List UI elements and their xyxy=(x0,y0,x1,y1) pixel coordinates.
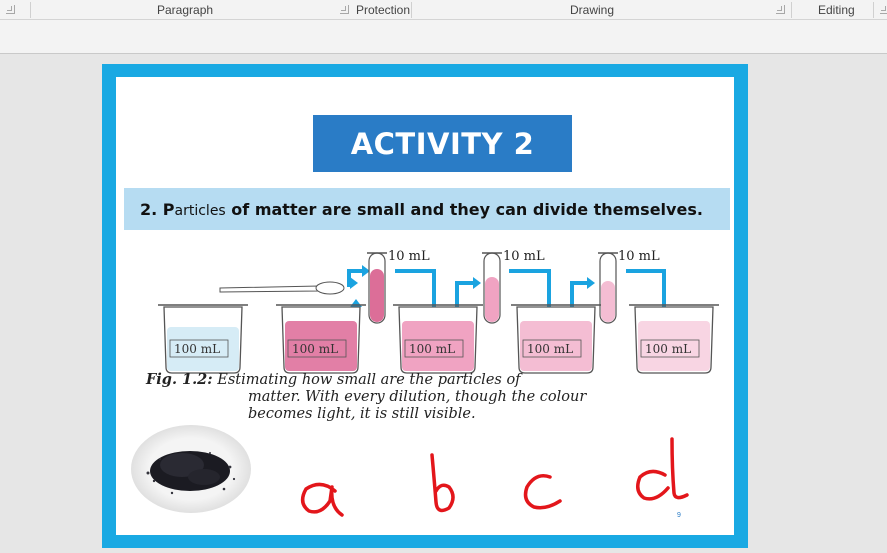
slide-subtitle: 2. Particles of matter are small and the… xyxy=(140,199,703,219)
spoon-icon xyxy=(219,281,345,295)
annotation-d xyxy=(636,437,689,501)
tube-label-2: 10 mL xyxy=(503,249,545,264)
ribbon-group-protection: Protection xyxy=(356,3,411,17)
ribbon-divider xyxy=(411,2,412,18)
title-box[interactable]: ACTIVITY 2 xyxy=(313,115,572,172)
paragraph-dialog-launcher-icon[interactable] xyxy=(340,5,349,14)
beaker-1 xyxy=(158,304,248,374)
ribbon-divider xyxy=(30,2,31,18)
beaker-label-3: 100 mL xyxy=(409,342,455,356)
figure-label: Fig. 1.2: xyxy=(146,371,213,388)
test-tube-1 xyxy=(367,252,387,324)
slide-page-number: 9 xyxy=(677,512,681,519)
beaker-label-1: 100 mL xyxy=(174,342,220,356)
beaker-label-5: 100 mL xyxy=(645,342,691,356)
slide-frame[interactable]: ACTIVITY 2 2. Particles of matter are sm… xyxy=(102,64,748,548)
test-tube-2 xyxy=(482,252,502,324)
ribbon-divider xyxy=(791,2,792,18)
tube-label-1: 10 mL xyxy=(388,249,430,264)
ribbon-divider xyxy=(873,2,874,18)
beaker-4 xyxy=(511,304,601,374)
slide-title: ACTIVITY 2 xyxy=(350,126,535,161)
arrow-heads xyxy=(350,277,670,318)
dilution-figure[interactable]: 10 mL 10 mL 10 mL xyxy=(144,235,724,425)
powder-image[interactable] xyxy=(130,423,252,515)
slide-canvas[interactable]: ACTIVITY 2 2. Particles of matter are sm… xyxy=(116,77,734,535)
ribbon-group-labels: Paragraph Protection Drawing Editing xyxy=(0,0,887,20)
annotation-a xyxy=(300,482,344,517)
figure-caption[interactable]: Fig. 1.2: Estimating how small are the p… xyxy=(146,371,587,422)
tube-label-3: 10 mL xyxy=(618,249,660,264)
drawing-dialog-launcher-icon[interactable] xyxy=(776,5,785,14)
ribbon-group-paragraph: Paragraph xyxy=(157,3,214,17)
beaker-3 xyxy=(393,304,483,374)
toolbar-strip xyxy=(0,20,887,54)
ribbon-group-editing: Editing xyxy=(818,3,855,17)
test-tube-3 xyxy=(598,252,618,324)
beaker-label-4: 100 mL xyxy=(527,342,573,356)
annotation-c xyxy=(523,474,562,510)
beaker-5 xyxy=(629,304,719,374)
subtitle-box[interactable]: 2. Particles of matter are small and the… xyxy=(124,188,730,230)
ribbon-group-drawing: Drawing xyxy=(570,3,615,17)
annotation-letters: abcd xyxy=(116,77,117,78)
beaker-label-2: 100 mL xyxy=(292,342,338,356)
dialog-launcher-icon[interactable] xyxy=(6,5,15,14)
beaker-2 xyxy=(276,304,366,374)
slide-workspace: ACTIVITY 2 2. Particles of matter are sm… xyxy=(0,55,887,553)
annotation-b xyxy=(430,453,455,513)
editing-dialog-launcher-icon[interactable] xyxy=(880,5,887,14)
